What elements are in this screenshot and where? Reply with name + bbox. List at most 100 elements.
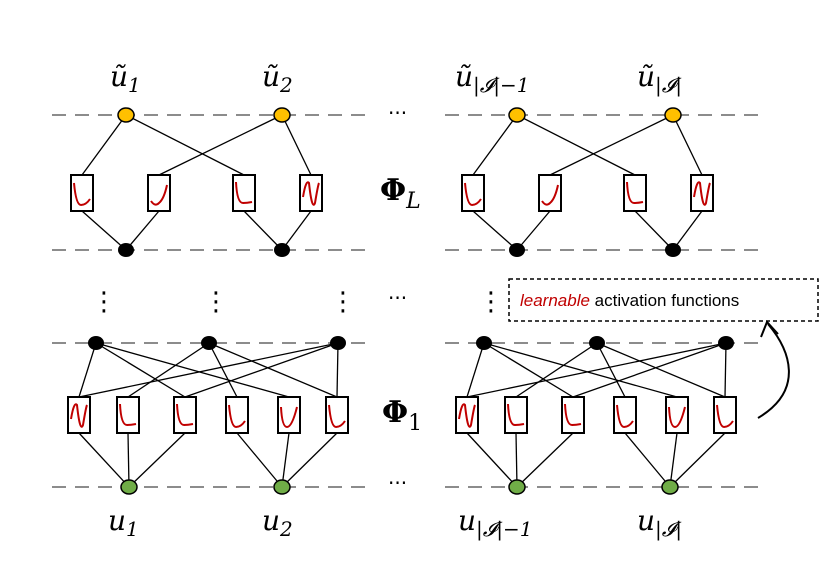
input-label-1: u1 <box>108 504 139 541</box>
top-right-edge-out-4 <box>672 114 703 176</box>
bottom-left-edge-in-b-4 <box>236 432 283 488</box>
input-label-2: u2 <box>262 504 293 541</box>
bottom-right-edge-hid-9 <box>724 342 727 398</box>
top-right-hidden-node-2 <box>665 243 681 257</box>
bottom-right-edge-in-a-1 <box>466 432 518 488</box>
bottom-right-hidden-node-1 <box>476 336 492 350</box>
nodes <box>88 107 734 495</box>
bottom-right-edge-hid-3 <box>483 342 678 398</box>
output-label-1: ũ1 <box>110 60 141 97</box>
layer-label-top: ΦL <box>380 173 421 214</box>
top-left-edge-hid-4 <box>281 210 312 251</box>
bottom-right-edge-hid-8 <box>572 342 727 398</box>
bottom-right-hidden-node-3 <box>718 336 734 350</box>
top-right-box-4-curve <box>693 181 711 206</box>
bottom-left-box-5-curve <box>280 406 298 429</box>
bottom-right-edge-hid-2 <box>483 342 574 398</box>
bottom-left-edge-in-a-3 <box>128 432 186 488</box>
bottom-right-edge-hid-5 <box>596 342 626 398</box>
connection-edges <box>78 114 727 488</box>
bottom-right-hidden-node-2 <box>589 336 605 350</box>
bottom-left-box-6-curve <box>328 404 346 429</box>
top-left-box-2-curve <box>150 184 168 206</box>
bottom-left-edge-hid-7 <box>78 342 339 398</box>
top-left-box-1-curve <box>73 182 91 207</box>
top-left-output-node-2 <box>273 107 291 123</box>
bottom-left-edge-hid-6 <box>208 342 338 398</box>
top-left-edge-hid-2 <box>125 210 160 251</box>
bottom-right-box-5-curve <box>668 406 686 429</box>
top-right-output-node-1 <box>508 107 526 123</box>
layer-dashed-lines <box>52 114 760 488</box>
top-left-hidden-node-2 <box>274 243 290 257</box>
ellipsis-mid: ··· <box>388 286 407 310</box>
top-left-edge-hid-3 <box>243 210 283 251</box>
top-right-edge-out-3 <box>549 114 674 176</box>
top-right-output-node-2 <box>664 107 682 123</box>
bottom-left-box-2-curve <box>119 403 137 427</box>
bottom-left-edge-hid-4 <box>127 342 210 398</box>
input-label-n-minus-1: u|𝓘|−1 <box>458 504 533 542</box>
top-right-box-3-curve <box>626 181 644 205</box>
top-right-edge-hid-3 <box>634 210 674 251</box>
bottom-right-box-4-curve <box>616 404 634 429</box>
bottom-left-edge-hid-1 <box>78 342 97 398</box>
callout-arrow-head <box>760 320 779 338</box>
bottom-left-box-4-curve <box>228 404 246 429</box>
bottom-right-edge-hid-1 <box>466 342 485 398</box>
top-left-box-3-curve <box>235 181 253 205</box>
top-left-output-node-1 <box>117 107 135 123</box>
bottom-left-edge-in-a-2 <box>127 432 130 488</box>
top-right-box-1-curve <box>464 182 482 207</box>
vdots-4: ⋮ <box>478 287 504 317</box>
top-left-edge-out-1 <box>81 114 127 176</box>
ellipsis-bottom: ··· <box>388 471 407 495</box>
vdots-3: ⋮ <box>330 287 356 317</box>
activation-boxes <box>67 174 737 434</box>
ellipsis-top: ··· <box>388 101 407 125</box>
top-left-edge-out-2 <box>125 114 245 176</box>
output-label-2: ũ2 <box>262 60 293 97</box>
callout-text: learnable activation functions <box>520 291 739 310</box>
bottom-right-edge-hid-6 <box>596 342 726 398</box>
bottom-right-box-3-curve <box>564 403 582 427</box>
bottom-right-input-node-2 <box>661 479 679 495</box>
top-right-edge-hid-4 <box>672 210 703 251</box>
bottom-left-edge-in-b-6 <box>281 432 338 488</box>
layer-label-bottom: Φ1 <box>382 395 422 436</box>
top-right-hidden-node-1 <box>509 243 525 257</box>
bottom-right-input-node-1 <box>508 479 526 495</box>
bottom-right-edge-in-b-4 <box>624 432 671 488</box>
top-right-box-2-curve <box>541 184 559 206</box>
bottom-right-edge-in-b-6 <box>669 432 726 488</box>
callout-rest: activation functions <box>590 291 739 310</box>
output-label-n-minus-1: ũ|𝓘|−1 <box>455 60 530 98</box>
top-right-edge-hid-2 <box>516 210 551 251</box>
top-right-edge-hid-1 <box>472 210 518 251</box>
bottom-right-edge-hid-4 <box>515 342 598 398</box>
bottom-left-input-node-1 <box>120 479 138 495</box>
bottom-right-box-2-curve <box>507 403 525 427</box>
bottom-right-edge-in-b-5 <box>669 432 678 488</box>
bottom-left-input-node-2 <box>273 479 291 495</box>
bottom-right-edge-in-a-3 <box>516 432 574 488</box>
vdots-1: ⋮ <box>91 287 117 317</box>
bottom-left-box-1-curve <box>70 403 88 428</box>
top-left-box-2 <box>147 174 171 212</box>
bottom-left-hidden-node-1 <box>88 336 104 350</box>
top-left-hidden-node-1 <box>118 243 134 257</box>
input-label-n: u|𝓘| <box>637 504 682 542</box>
bottom-right-box-6-curve <box>716 404 734 429</box>
bottom-right-box-1-curve <box>458 403 476 428</box>
bottom-left-edge-in-b-5 <box>281 432 290 488</box>
top-left-box-4-curve <box>302 181 320 206</box>
callout-arrow <box>757 323 790 419</box>
top-left-edge-hid-1 <box>81 210 127 251</box>
bottom-left-edge-hid-8 <box>184 342 339 398</box>
bottom-left-hidden-node-3 <box>330 336 346 350</box>
bottom-left-box-3-curve <box>176 403 194 427</box>
top-left-edge-out-3 <box>158 114 283 176</box>
bottom-left-edge-hid-3 <box>95 342 290 398</box>
top-left-edge-out-4 <box>281 114 312 176</box>
bottom-right-edge-hid-7 <box>466 342 727 398</box>
